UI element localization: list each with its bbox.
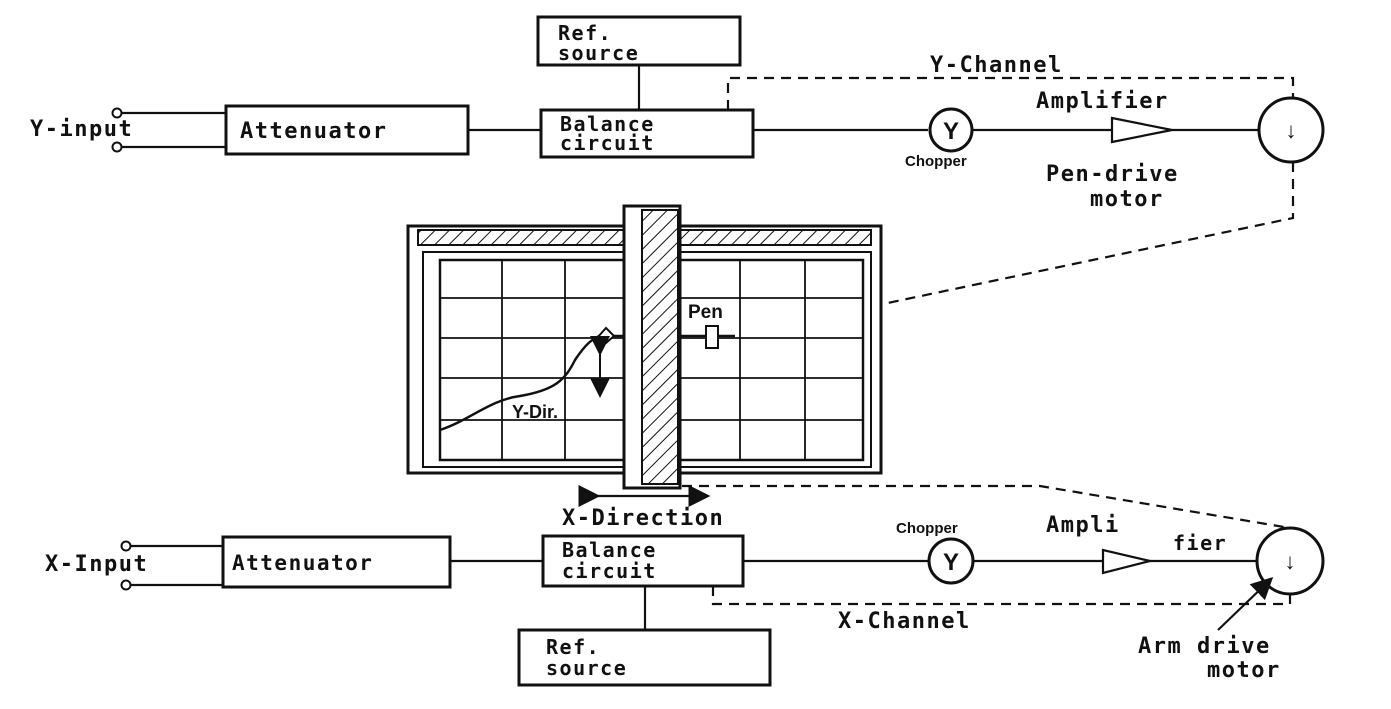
x-balance-circuit-block: Balance circuit	[541, 534, 745, 588]
x-balance-label-1: Balance	[562, 538, 657, 562]
x-ref-source-label-1: Ref.	[546, 635, 600, 659]
x-channel-label: X-Channel	[838, 609, 971, 634]
x-input-terminals	[120, 540, 223, 591]
y-attenuator-block: Attenuator	[224, 104, 470, 156]
y-amplifier-label: Amplifier	[1036, 89, 1169, 114]
y-balance-label-2: circuit	[560, 131, 655, 155]
y-amplifier	[1110, 116, 1173, 144]
arm-drive-label-2: motor	[1207, 658, 1281, 683]
y-ref-source-label-1: Ref.	[558, 21, 612, 45]
y-channel-dashed-to-pen	[691, 162, 1295, 346]
recorded-trace	[439, 332, 605, 432]
arm-drive-motor-glyph: ↓	[1285, 549, 1296, 574]
y-chopper-glyph: Y	[943, 118, 959, 145]
x-channel-dashed-top	[682, 484, 1291, 530]
x-amplifier-label-2: fier	[1173, 531, 1227, 555]
y-channel-dashed-top	[726, 76, 1295, 110]
y-channel-label: Y-Channel	[930, 53, 1063, 78]
x-amplifier	[1101, 548, 1151, 575]
pen-carriage	[705, 325, 719, 349]
y-dir-label: Y-Dir.	[512, 402, 558, 422]
y-chopper: Y	[928, 107, 974, 153]
x-balance-label-2: circuit	[562, 559, 657, 583]
y-ref-source-label-2: source	[558, 41, 639, 65]
arm-drive-label-1: Arm drive	[1138, 634, 1271, 659]
x-attenuator-block: Attenuator	[221, 535, 452, 589]
x-chopper: Y	[927, 537, 975, 585]
recorder: Pen Y-Dir. X-Direction	[406, 204, 883, 531]
pen-drive-motor-glyph: ↓	[1286, 118, 1297, 143]
x-input-label: X-Input	[45, 552, 148, 577]
y-channel: Ref. source Y-input Attenuator Balance c…	[30, 15, 1325, 346]
x-channel: X-Input Attenuator Balance circuit Y Cho…	[45, 484, 1325, 687]
x-chopper-label: Chopper	[896, 520, 958, 537]
x-chopper-glyph: Y	[943, 549, 959, 576]
y-input-terminals	[111, 107, 226, 153]
y-attenuator-label: Attenuator	[240, 119, 387, 144]
pen-drive-label-1: Pen-drive	[1046, 162, 1179, 187]
x-amplifier-label-1: Ampli	[1046, 513, 1120, 538]
y-ref-source-block: Ref. source	[536, 15, 742, 67]
y-balance-circuit-block: Balance circuit	[539, 108, 755, 159]
pen-label: Pen	[688, 302, 723, 323]
x-ref-source-label-2: source	[546, 656, 627, 680]
pen-drive-motor: ↓	[1257, 96, 1325, 164]
x-direction-label: X-Direction	[562, 506, 724, 531]
pen-drive-label-2: motor	[1090, 187, 1164, 212]
y-chopper-label: Chopper	[905, 153, 967, 170]
y-input-label: Y-input	[30, 117, 133, 142]
x-arm-hatching	[641, 209, 679, 485]
x-channel-dashed-bottom	[711, 586, 1292, 606]
y-balance-label-1: Balance	[560, 112, 655, 136]
x-attenuator-label: Attenuator	[232, 551, 373, 575]
x-ref-source-block: Ref. source	[517, 628, 772, 687]
